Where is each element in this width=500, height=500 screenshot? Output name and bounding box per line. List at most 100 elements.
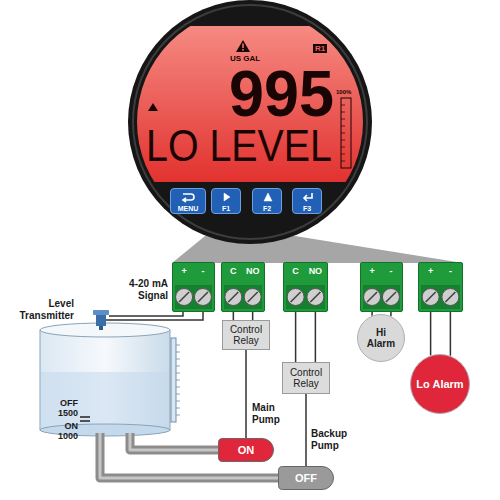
sight-tick [176, 359, 180, 360]
bar-tick [341, 140, 345, 141]
screw-head [307, 289, 324, 306]
screw-head [287, 289, 304, 306]
menu-button: MENU [170, 188, 206, 214]
signal-label: 4-20 mA Signal [100, 278, 168, 301]
terminal-block: +- [418, 262, 463, 312]
wire [296, 312, 316, 362]
button-label: F2 [253, 205, 281, 212]
button-label: F3 [293, 205, 321, 212]
wire [245, 350, 247, 438]
setpoint-label: OFF [44, 398, 78, 408]
button-icon [171, 190, 205, 204]
icon-path [183, 194, 194, 202]
screw-recess [421, 285, 460, 309]
screw-slot [179, 292, 189, 302]
icon-path [264, 193, 272, 201]
transmitter-label: Level Transmitter [2, 298, 74, 321]
sight-tick [176, 401, 180, 402]
sight-tick [176, 345, 180, 346]
screw-slot [228, 292, 238, 302]
terminal-label: + [175, 267, 193, 276]
screw-head [442, 289, 459, 306]
sight-tick [176, 373, 180, 374]
sight-tick [176, 352, 180, 353]
bar-tick [341, 112, 345, 113]
setpoint-label: ON [44, 421, 78, 431]
icon-shape [183, 194, 194, 202]
button-icon [212, 190, 240, 204]
screw-head [382, 289, 399, 306]
button-label: MENU [171, 205, 205, 212]
terminal-screws [419, 263, 462, 311]
terminal-label: + [422, 267, 440, 276]
screw-recess [224, 285, 262, 309]
sight-tick [176, 415, 180, 416]
terminal-label: NO [244, 267, 262, 276]
bar-tick [341, 126, 345, 127]
screw-slot [445, 292, 455, 302]
terminal-label: - [194, 267, 212, 276]
bar-tick [341, 154, 345, 155]
wire [305, 394, 307, 466]
terminal-block: CNO [221, 262, 265, 312]
function-button: F2 [252, 188, 282, 214]
node-label: Hi Alarm [361, 327, 401, 349]
sight-tick [176, 366, 180, 367]
terminal-label: C [224, 267, 242, 276]
bar-tick [341, 133, 345, 134]
function-button: F3 [292, 188, 322, 214]
screw-slot [386, 292, 396, 302]
icon-path [304, 193, 312, 201]
backup-pump: OFF [278, 466, 334, 490]
screw-recess [175, 285, 212, 309]
node-label: OFF [281, 472, 331, 484]
cable-fan [172, 236, 463, 263]
display-readout: US GALR1995LO LEVEL100%MENUF1F2F3 [128, 0, 372, 244]
terminal-label: - [382, 267, 400, 276]
screw-slot [248, 292, 258, 302]
terminal-label: - [441, 267, 459, 276]
icon-shape [264, 193, 272, 201]
screw-recess [363, 285, 400, 309]
screw-slot [310, 292, 320, 302]
icon-shape [224, 193, 230, 201]
terminal-block: +- [360, 262, 403, 312]
wire [233, 312, 252, 320]
bar-tick [341, 161, 345, 162]
tank [40, 323, 180, 436]
screw-slot [367, 292, 377, 302]
setpoint-value: 1500 [44, 408, 78, 418]
screw-head [194, 289, 211, 306]
screw-slot [426, 292, 436, 302]
icon-path [224, 193, 230, 201]
icon-shape [304, 193, 312, 201]
terminal-block: +- [172, 262, 215, 312]
lo-alarm: Lo Alarm [410, 354, 470, 414]
signal-wire [106, 312, 203, 320]
relay-indicator: R1 [313, 44, 327, 53]
control-relay: Control Relay [222, 320, 270, 350]
bar-scale-label: 100% [336, 89, 351, 95]
node-label: Control Relay [283, 367, 329, 389]
terminal-screws [173, 263, 214, 311]
wire [431, 312, 451, 356]
screw-head [176, 289, 193, 306]
level-value: 995 [214, 62, 334, 126]
control-relay: Control Relay [282, 362, 330, 394]
screw-head [422, 289, 439, 306]
display-bezel [128, 0, 372, 244]
main-pump: ON [218, 438, 274, 462]
button-icon [253, 190, 281, 204]
screw-head [364, 289, 381, 306]
setpoint-value: 1000 [44, 431, 78, 441]
screw-slot [291, 292, 301, 302]
terminal-label: + [363, 267, 381, 276]
node-label: Lo Alarm [416, 378, 464, 390]
pump-label: Main Pump [252, 402, 292, 425]
sight-tick [176, 408, 180, 409]
pipes [100, 433, 282, 478]
sight-tick [176, 394, 180, 395]
terminal-label: C [287, 267, 305, 276]
screw-head [225, 289, 242, 306]
